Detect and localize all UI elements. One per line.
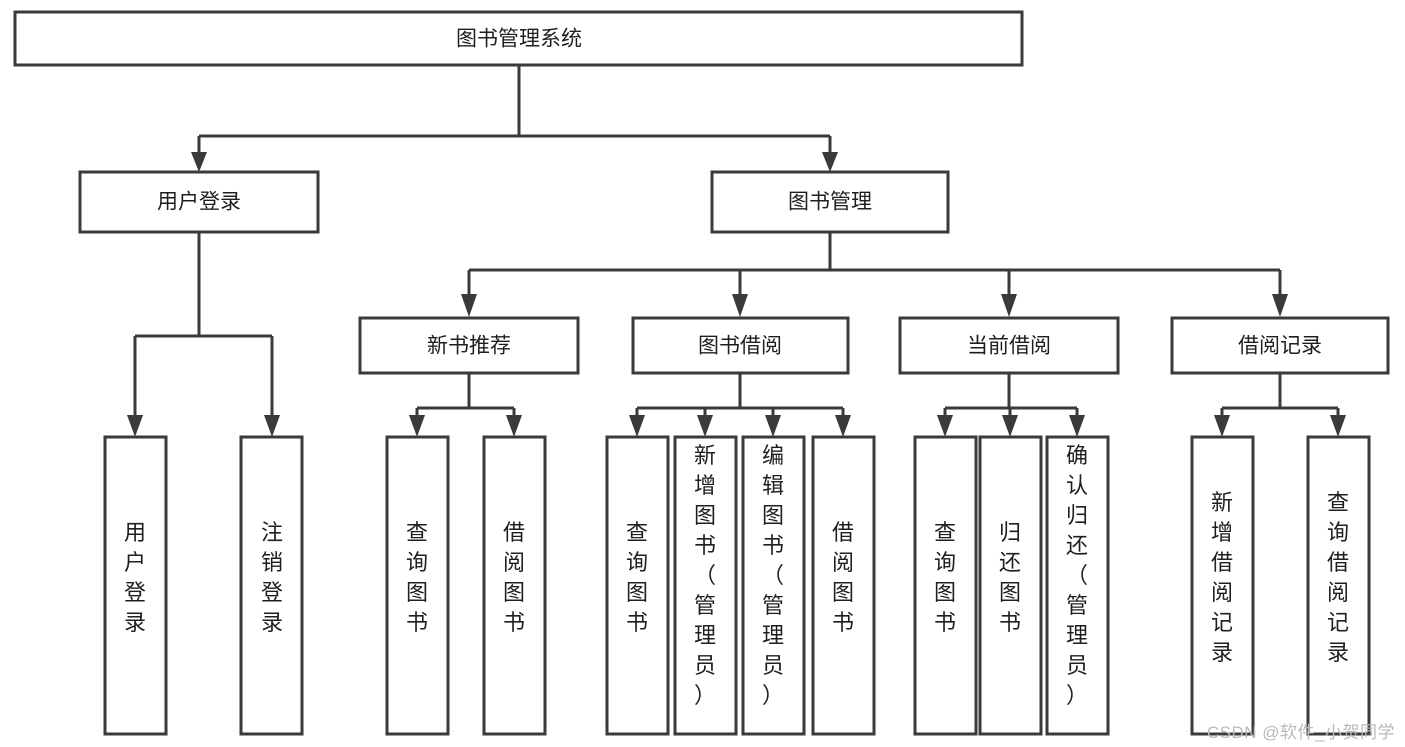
leaf-node-borrow-book-1[interactable] — [482, 435, 547, 736]
arrow-leaf-return-book — [1002, 415, 1018, 437]
leaf-node-logout[interactable] — [239, 435, 304, 736]
connector-layer — [127, 65, 1346, 437]
arrow-leaf-borrow-book-2 — [835, 415, 851, 437]
node-new-book-rec-box[interactable] — [358, 316, 580, 375]
leaf-label-query-book-3: 查询图书 — [934, 520, 956, 635]
arrow-new-book-rec — [461, 294, 477, 317]
leaf-node-query-book-1-box[interactable] — [385, 435, 450, 736]
leaf-node-edit-book-box[interactable] — [741, 435, 806, 736]
leaf-node-query-book-2[interactable] — [605, 435, 670, 736]
csdn-watermark: CSDN @软件_小贺同学 — [1206, 723, 1395, 742]
leaf-node-borrow-book-2[interactable] — [811, 435, 876, 736]
node-root-box[interactable] — [13, 10, 1024, 67]
node-user-login[interactable]: 用户登录 — [78, 170, 320, 234]
leaf-label-add-book: 新增图书（管理员） — [694, 443, 716, 708]
node-user-login-label: 用户登录 — [157, 191, 241, 214]
leaf-node-return-book-box[interactable] — [978, 435, 1043, 736]
leaf-label-borrow-book-1: 借阅图书 — [503, 520, 525, 635]
node-current-borrow-label: 当前借阅 — [967, 335, 1051, 358]
node-borrow-record-box[interactable] — [1170, 316, 1390, 375]
leaf-label-return-book: 归还图书 — [999, 520, 1021, 635]
leaf-node-confirm-return[interactable] — [1045, 435, 1110, 736]
node-current-borrow[interactable]: 当前借阅 — [898, 316, 1120, 375]
arrow-leaf-confirm-return — [1069, 415, 1085, 437]
leaf-label-borrow-book-2: 借阅图书 — [832, 520, 854, 635]
arrow-book-manage — [822, 152, 838, 172]
node-book-borrow[interactable]: 图书借阅 — [631, 316, 850, 375]
leaf-label-user-login: 用户登录 — [124, 520, 146, 635]
leaf-node-query-book-1[interactable] — [385, 435, 450, 736]
leaf-node-borrow-book-1-box[interactable] — [482, 435, 547, 736]
node-new-book-rec-label: 新书推荐 — [427, 335, 511, 358]
leaf-node-add-book[interactable] — [673, 435, 738, 736]
node-current-borrow-box[interactable] — [898, 316, 1120, 375]
node-borrow-record-label: 借阅记录 — [1238, 335, 1322, 358]
node-new-book-rec[interactable]: 新书推荐 — [358, 316, 580, 375]
arrow-leaf-user-login — [127, 415, 143, 437]
leaf-node-query-record-box[interactable] — [1306, 435, 1371, 736]
node-book-manage-box[interactable] — [710, 170, 950, 234]
arrow-leaf-query-record — [1330, 415, 1346, 437]
arrow-leaf-logout — [264, 415, 280, 437]
leaf-label-query-book-1: 查询图书 — [406, 520, 428, 635]
node-book-manage-label: 图书管理 — [788, 191, 872, 214]
node-borrow-record[interactable]: 借阅记录 — [1170, 316, 1390, 375]
leaf-node-edit-book[interactable] — [741, 435, 806, 736]
arrow-leaf-add-book — [697, 415, 713, 437]
arrow-leaf-query-book-2 — [629, 415, 645, 437]
leaf-node-query-book-3-box[interactable] — [913, 435, 978, 736]
node-book-manage[interactable]: 图书管理 — [710, 170, 950, 234]
leaf-label-query-book-2: 查询图书 — [626, 520, 648, 635]
leaf-label-edit-book: 编辑图书（管理员） — [762, 443, 784, 708]
leaf-label-layer: 用户登录 注销登录 查询图书 借阅图书 查询图书 新增图书（管理员） 编辑图书（… — [124, 443, 1349, 708]
leaf-label-query-record: 查询借阅记录 — [1327, 490, 1349, 665]
arrow-borrow-record — [1272, 294, 1288, 317]
leaf-node-query-book-2-box[interactable] — [605, 435, 670, 736]
leaf-node-query-record[interactable] — [1306, 435, 1371, 736]
leaf-node-add-record[interactable] — [1190, 435, 1255, 736]
arrow-leaf-edit-book — [765, 415, 781, 437]
node-root-label: 图书管理系统 — [456, 28, 582, 51]
leaf-node-return-book[interactable] — [978, 435, 1043, 736]
leaf-node-query-book-3[interactable] — [913, 435, 978, 736]
node-user-login-box[interactable] — [78, 170, 320, 234]
arrow-user-login — [191, 152, 207, 172]
arrow-leaf-borrow-book-1 — [506, 415, 522, 437]
node-book-borrow-box[interactable] — [631, 316, 850, 375]
leaf-node-add-record-box[interactable] — [1190, 435, 1255, 736]
arrow-current-borrow — [1001, 294, 1017, 317]
leaf-node-borrow-book-2-box[interactable] — [811, 435, 876, 736]
arrow-leaf-query-book-1 — [409, 415, 425, 437]
arrow-leaf-add-record — [1214, 415, 1230, 437]
leaf-node-logout-box[interactable] — [239, 435, 304, 736]
leaf-node-user-login[interactable] — [103, 435, 168, 736]
leaf-label-confirm-return: 确认归还（管理员） — [1066, 443, 1088, 708]
leaf-label-add-record: 新增借阅记录 — [1211, 490, 1233, 665]
node-book-borrow-label: 图书借阅 — [698, 335, 782, 358]
leaf-label-logout: 注销登录 — [261, 520, 283, 635]
leaf-node-confirm-return-box[interactable] — [1045, 435, 1110, 736]
arrow-book-borrow — [732, 294, 748, 317]
arrow-leaf-query-book-3 — [937, 415, 953, 437]
leaf-node-user-login-box[interactable] — [103, 435, 168, 736]
node-root[interactable]: 图书管理系统 — [13, 10, 1024, 67]
leaf-node-add-book-box[interactable] — [673, 435, 738, 736]
